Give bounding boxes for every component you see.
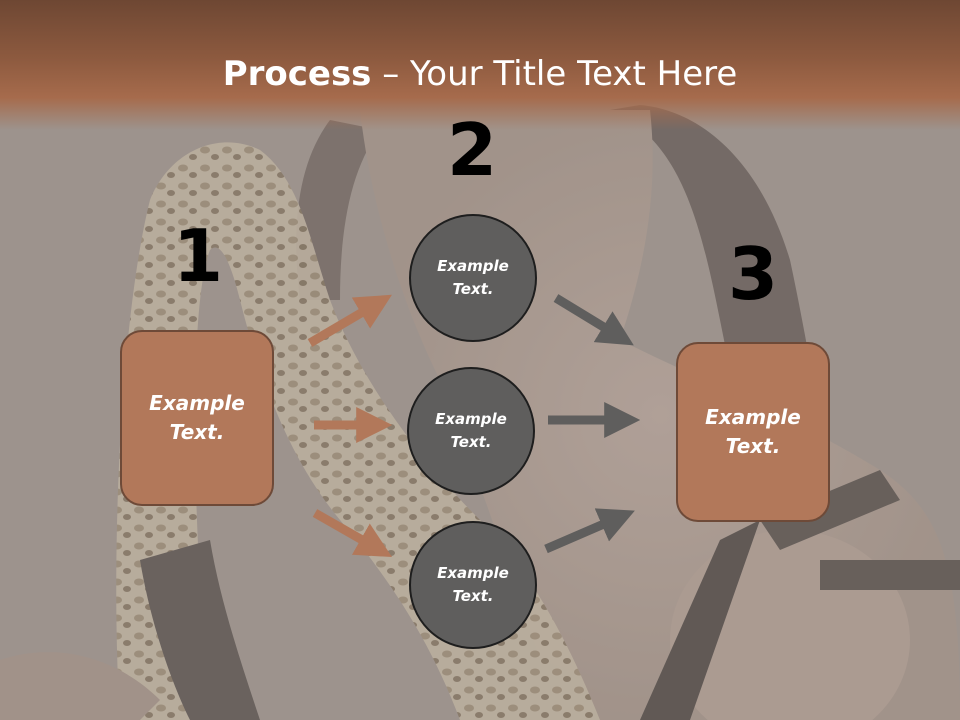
step-number-3: 3 — [727, 232, 779, 316]
step-2-circle-1: Example Text. — [409, 214, 537, 342]
step-3-box: Example Text. — [676, 342, 830, 522]
arrow-1-to-2c — [312, 509, 393, 558]
slide-title: Process – Your Title Text Here — [0, 52, 960, 96]
step-2-circle-3-text: Example Text. — [437, 564, 509, 605]
step-number-2: 2 — [446, 108, 498, 192]
step-1-box: Example Text. — [120, 330, 274, 506]
step-2-circle-2: Example Text. — [407, 367, 535, 495]
step-2-circle-2-text: Example Text. — [435, 410, 507, 451]
step-2-circle-1-text: Example Text. — [437, 257, 509, 298]
arrow-1-to-2a — [307, 294, 392, 347]
title-bold: Process — [222, 54, 372, 94]
arrow-2a-to-3 — [553, 294, 634, 346]
arrow-2c-to-3 — [544, 508, 635, 554]
step-3-text: Example Text. — [705, 405, 801, 458]
step-number-1: 1 — [172, 214, 224, 298]
step-1-text: Example Text. — [149, 391, 245, 444]
title-band — [0, 0, 960, 130]
title-rest: – Your Title Text Here — [371, 54, 738, 94]
step-2-circle-3: Example Text. — [409, 521, 537, 649]
